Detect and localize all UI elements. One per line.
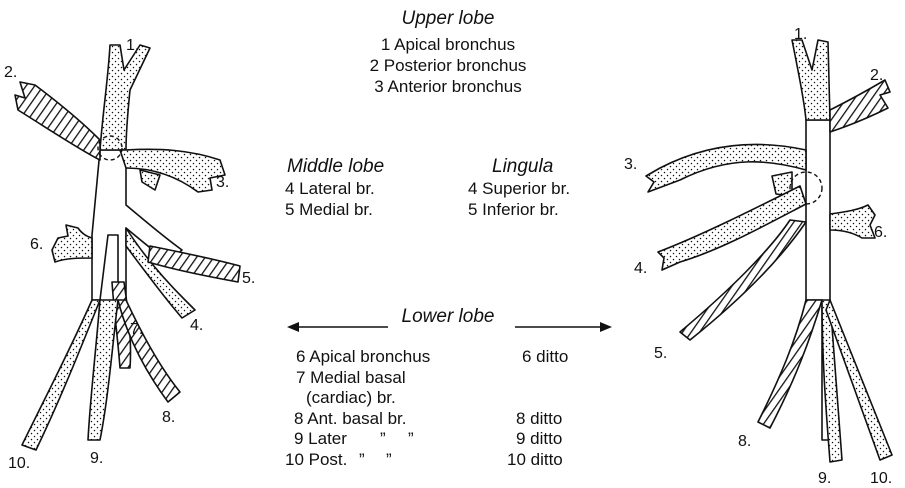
right-label-2: 2. (4, 64, 17, 81)
right-label-7: 7. (130, 321, 143, 338)
lower-right-item-10-ditto-1: ” (359, 450, 365, 469)
left-anterior-basal-branch (757, 299, 823, 429)
left-tree-labels: 1. 2. 3. 4. 5. 6. 8. 9. 10. (624, 26, 892, 487)
lower-lobe-legend: Lower lobe 6 Apical bronchus 7 Medial ba… (285, 306, 612, 469)
right-apical-bronchus (99, 44, 151, 151)
lower-left-item-9: 9 ditto (516, 429, 562, 448)
left-label-10: 10. (870, 470, 892, 487)
left-label-4: 4. (634, 260, 647, 277)
right-label-9: 9. (90, 450, 103, 467)
right-arrow-head (600, 322, 612, 332)
left-label-2: 2. (870, 67, 883, 84)
lower-left-item-8: 8 ditto (516, 409, 562, 428)
right-lateral-basal-branch (87, 299, 119, 441)
right-label-1: 1. (126, 37, 139, 54)
middle-lobe-title: Middle lobe (287, 156, 384, 177)
left-label-5: 5. (654, 345, 667, 362)
right-label-4: 4. (190, 317, 203, 334)
lower-left-item-10: 10 ditto (507, 450, 563, 469)
lingula-item-2: 5 Inferior br. (468, 200, 559, 219)
left-label-6: 6. (874, 224, 887, 241)
lower-right-item-7b: (cardiac) br. (306, 388, 396, 407)
right-apical-basal-branch (51, 224, 93, 263)
right-label-8: 8. (162, 409, 175, 426)
right-posterior-basal-branch (21, 299, 101, 451)
upper-lobe-legend: Upper lobe 1 Apical bronchus 2 Posterior… (370, 8, 527, 96)
left-posterior-basal-branch (825, 299, 893, 461)
left-apical-bronchus (791, 39, 831, 121)
upper-lobe-item-3: 3 Anterior bronchus (374, 77, 521, 96)
left-label-9: 9. (818, 470, 831, 487)
left-apical-basal-branch (829, 204, 876, 239)
lower-right-item-6: 6 Apical bronchus (296, 347, 430, 366)
middle-lobe-item-1: 4 Lateral br. (285, 179, 375, 198)
upper-lobe-item-1: 1 Apical bronchus (381, 35, 515, 54)
left-lateral-basal-branch (821, 299, 843, 463)
left-posterior-bronchus (829, 79, 891, 133)
lower-right-item-9-ditto-2: ” (408, 429, 414, 448)
lower-right-item-9: 9 Later (294, 429, 347, 448)
upper-lobe-title: Upper lobe (402, 8, 495, 29)
left-label-8: 8. (738, 433, 751, 450)
lower-right-item-7: 7 Medial basal (296, 368, 406, 387)
right-anterior-subbranch (139, 169, 161, 191)
lower-right-item-10-ditto-2: ” (386, 450, 392, 469)
middle-lobe-item-2: 5 Medial br. (285, 200, 373, 219)
left-inferior-lingular-branch (679, 219, 807, 341)
lower-lobe-title: Lower lobe (402, 306, 495, 327)
right-anterior-basal-branch (117, 299, 181, 403)
lower-right-item-10: 10 Post. (285, 450, 347, 469)
right-bronchial-tree (14, 44, 241, 451)
lower-left-item-6: 6 ditto (522, 347, 568, 366)
right-label-10: 10. (8, 455, 30, 472)
lower-right-item-9-ditto-1: ” (380, 429, 386, 448)
right-lateral-branch (125, 227, 196, 319)
left-label-3: 3. (624, 156, 637, 173)
right-hilum-marker (97, 135, 123, 161)
right-label-5: 5. (242, 270, 255, 287)
lingula-title: Lingula (492, 156, 553, 177)
right-anterior-bronchus (119, 148, 226, 193)
left-superior-lingular-branch (657, 185, 807, 271)
middle-lobe-legend: Middle lobe 4 Lateral br. 5 Medial br. (285, 156, 384, 219)
left-anterior-bronchus (645, 143, 807, 193)
left-arrow-head (287, 322, 299, 332)
left-label-1: 1. (794, 26, 807, 43)
right-posterior-bronchus (14, 81, 101, 161)
right-medial-branch (147, 245, 241, 283)
right-label-3: 3. (216, 174, 229, 191)
lingula-item-1: 4 Superior br. (468, 179, 570, 198)
lower-right-item-8: 8 Ant. basal br. (294, 409, 406, 428)
right-tree-labels: 1. 2. 3. 4. 5. 6. 7. 8. 9. 10. (4, 37, 255, 472)
right-label-6: 6. (30, 236, 43, 253)
lingula-legend: Lingula 4 Superior br. 5 Inferior br. (468, 156, 570, 219)
left-bronchial-tree (645, 39, 893, 463)
upper-lobe-item-2: 2 Posterior bronchus (370, 56, 527, 75)
